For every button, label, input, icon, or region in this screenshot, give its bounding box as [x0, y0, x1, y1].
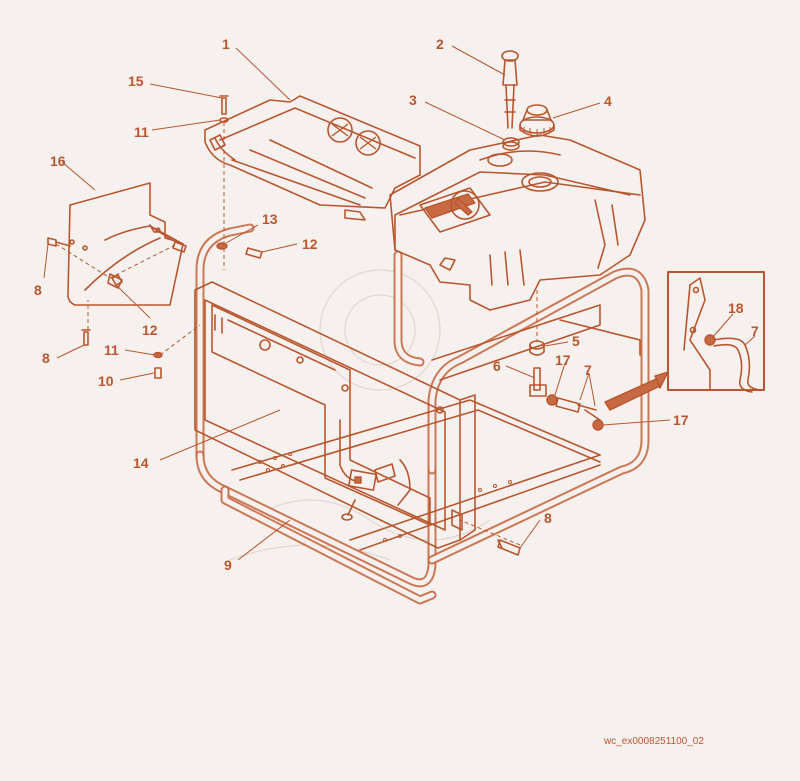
callout-8a: 8: [34, 282, 42, 298]
callout-15: 15: [128, 73, 144, 89]
callout-11b: 11: [104, 342, 119, 358]
fuel-tank: [389, 134, 646, 311]
tube-frame: [195, 223, 650, 605]
control-panel-housing: [194, 281, 476, 549]
detail-inset: [604, 271, 765, 411]
callout-18: 18: [728, 300, 744, 316]
callout-7b: 7: [751, 323, 759, 339]
callout-1: 1: [222, 36, 230, 52]
callout-8c: 8: [544, 510, 552, 526]
callout-6: 6: [493, 358, 501, 374]
callout-14: 14: [133, 455, 149, 471]
callout-13: 13: [262, 211, 278, 227]
callout-12b: 12: [142, 322, 158, 338]
grommet: [502, 137, 520, 151]
callout-4: 4: [604, 93, 612, 109]
callout-17a: 17: [555, 352, 571, 368]
callout-2: 2: [436, 36, 444, 52]
callout-5: 5: [572, 333, 580, 349]
callout-10: 10: [98, 373, 114, 389]
callout-8b: 8: [42, 350, 50, 366]
reference-code: wc_ex0008251100_02: [603, 736, 704, 747]
fuel-valve-assembly: [529, 340, 604, 431]
top-cover: [204, 95, 421, 221]
callout-numbers: 1 2 3 4 5 6 7 7 8 8 8 9 10 11 11 12 12 1…: [34, 36, 759, 573]
fuel-cap: [519, 104, 555, 137]
alignment-lines: [55, 122, 538, 546]
callout-9: 9: [224, 557, 232, 573]
callout-7a: 7: [584, 362, 592, 378]
callout-16: 16: [50, 153, 66, 169]
leader-lines: [43, 45, 756, 561]
callout-17b: 17: [673, 412, 689, 428]
callout-11a: 11: [134, 124, 149, 140]
callout-12a: 12: [302, 236, 318, 252]
fuel-gauge: [501, 50, 519, 129]
callout-3: 3: [409, 92, 417, 108]
fasteners: [47, 95, 521, 556]
side-shield-panel: [67, 182, 187, 306]
